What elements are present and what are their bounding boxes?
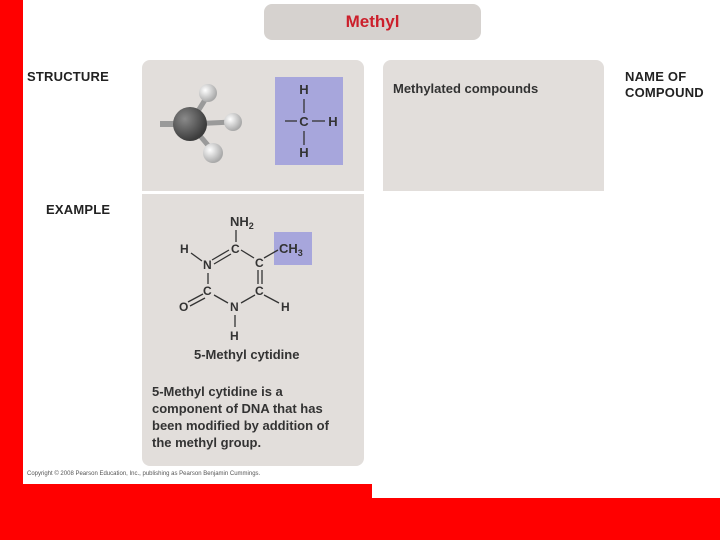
example-label: EXAMPLE — [46, 202, 111, 217]
description-line: been modified by addition of — [152, 418, 329, 433]
hydrogen-atom-sphere — [203, 143, 223, 163]
methyl-ball-model — [160, 84, 242, 163]
formula-c-center: C — [299, 114, 309, 129]
ring-c-left-bottom: C — [203, 284, 212, 298]
example-caption: 5-Methyl cytidine — [194, 347, 300, 362]
structure-label: STRUCTURE — [27, 69, 109, 84]
ring-c-right-bottom: C — [255, 284, 264, 298]
cytidine-structure: NH2 C H N C CH3 C C O N H — [179, 214, 312, 343]
compound-text: COMPOUND — [625, 85, 704, 100]
methyl-label: CH3 — [279, 241, 303, 258]
carbon-atom-sphere — [173, 107, 207, 141]
formula-h-bottom: H — [299, 145, 308, 160]
methyl-structural-formula: H C H H — [275, 77, 343, 165]
description-line: the methyl group. — [152, 435, 262, 450]
bottom-right-red-bar — [372, 498, 720, 540]
amine-label: NH2 — [230, 214, 254, 231]
formula-h-right: H — [328, 114, 337, 129]
copyright-notice: Copyright © 2008 Pearson Education, Inc.… — [27, 471, 261, 477]
ring-h-left: H — [180, 242, 189, 256]
formula-h-top: H — [299, 82, 308, 97]
name-of-text: NAME OF — [625, 69, 687, 84]
name-panel: Methylated compounds — [383, 60, 604, 191]
description-line: 5-Methyl cytidine is a — [152, 384, 283, 399]
ring-n-bottom: N — [230, 300, 239, 314]
hydrogen-atom-sphere — [199, 84, 217, 102]
ring-n-left: N — [203, 258, 212, 272]
example-description: 5-Methyl cytidine is a component of DNA … — [152, 383, 352, 451]
example-panel: NH2 C H N C CH3 C C O N H — [142, 194, 364, 466]
ring-c-right-top: C — [255, 256, 264, 270]
structure-panel: H C H H — [142, 60, 364, 191]
page-title: Methyl — [345, 12, 400, 31]
ring-o: O — [179, 300, 188, 314]
methylated-compounds-text: Methylated compounds — [393, 81, 539, 96]
hydrogen-atom-sphere — [224, 113, 242, 131]
name-of-compound-label: NAME OF COMPOUND — [625, 69, 704, 101]
left-red-bar — [0, 0, 23, 540]
description-line: component of DNA that has — [152, 401, 323, 416]
ring-h-right: H — [281, 300, 290, 314]
ring-h-bottom: H — [230, 329, 239, 343]
bottom-left-red-bar — [0, 484, 372, 540]
title-tab: Methyl — [264, 4, 481, 40]
methyl-highlight — [274, 232, 312, 265]
ring-c-top: C — [231, 242, 240, 256]
